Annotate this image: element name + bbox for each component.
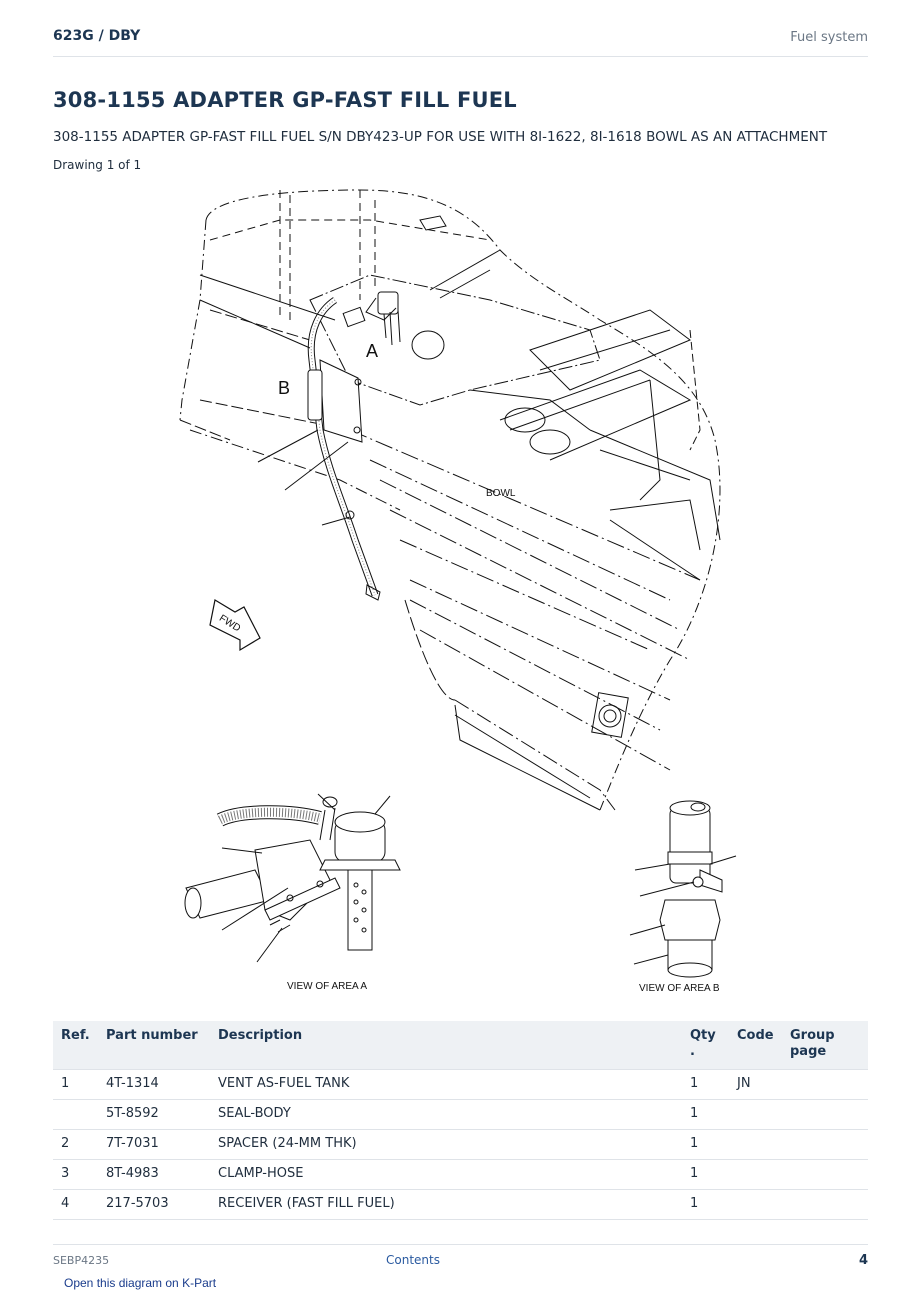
cell-group bbox=[782, 1129, 868, 1160]
cell-group bbox=[782, 1069, 868, 1100]
cell-part: 4T-1314 bbox=[98, 1069, 210, 1100]
cell-code bbox=[729, 1129, 782, 1160]
cell-ref: 3 bbox=[53, 1159, 98, 1190]
page-title: 308-1155 ADAPTER GP-FAST FILL FUEL bbox=[53, 88, 517, 112]
cell-part: 8T-4983 bbox=[98, 1159, 210, 1190]
cell-qty: 1 bbox=[682, 1069, 729, 1100]
col-header-code: Code bbox=[737, 1028, 774, 1043]
col-header-qty: Qty . bbox=[690, 1028, 716, 1059]
parts-table: Ref. Part number Description Qty . Code … bbox=[53, 1021, 868, 1220]
cell-part: 217-5703 bbox=[98, 1189, 210, 1220]
cell-qty: 1 bbox=[682, 1189, 729, 1220]
cell-desc: VENT AS-FUEL TANK bbox=[210, 1069, 682, 1100]
page-footer: SEBP4235 Contents 4 bbox=[53, 1244, 868, 1275]
page-subtitle: 308-1155 ADAPTER GP-FAST FILL FUEL S/N D… bbox=[53, 129, 828, 145]
cell-desc: RECEIVER (FAST FILL FUEL) bbox=[210, 1189, 682, 1220]
col-header-group: Group page bbox=[790, 1028, 835, 1059]
table-row: 4 217-5703 RECEIVER (FAST FILL FUEL) 1 bbox=[53, 1189, 868, 1220]
contents-link[interactable]: Contents bbox=[386, 1253, 440, 1267]
view-b-detail bbox=[629, 800, 737, 978]
fwd-arrow-icon bbox=[209, 599, 261, 652]
view-a-caption: VIEW OF AREA A bbox=[287, 981, 367, 992]
bowl-label: BOWL bbox=[486, 488, 516, 499]
cell-code bbox=[729, 1099, 782, 1130]
table-header-row: Ref. Part number Description Qty . Code … bbox=[53, 1021, 868, 1070]
cell-code: JN bbox=[729, 1069, 782, 1100]
cell-group bbox=[782, 1099, 868, 1130]
breadcrumb: 623G / DBY bbox=[53, 28, 141, 44]
cell-qty: 1 bbox=[682, 1099, 729, 1130]
view-b-caption: VIEW OF AREA B bbox=[639, 983, 720, 994]
cell-qty: 1 bbox=[682, 1159, 729, 1190]
cell-desc: SEAL-BODY bbox=[210, 1099, 682, 1130]
cell-ref: 2 bbox=[53, 1129, 98, 1160]
open-kpart-link[interactable]: Open this diagram on K-Part bbox=[64, 1276, 217, 1290]
cell-ref: 1 bbox=[53, 1069, 98, 1100]
document-id: SEBP4235 bbox=[53, 1254, 110, 1267]
col-header-ref: Ref. bbox=[61, 1028, 90, 1043]
cell-ref bbox=[53, 1099, 98, 1130]
callout-a: A bbox=[366, 341, 378, 361]
cell-group bbox=[782, 1189, 868, 1220]
cell-part: 5T-8592 bbox=[98, 1099, 210, 1130]
table-row: 3 8T-4983 CLAMP-HOSE 1 bbox=[53, 1159, 868, 1190]
cell-code bbox=[729, 1159, 782, 1190]
cell-qty: 1 bbox=[682, 1129, 729, 1160]
section-name: Fuel system bbox=[790, 30, 868, 45]
fwd-label: FWD bbox=[217, 613, 242, 634]
cell-desc: SPACER (24-MM THK) bbox=[210, 1129, 682, 1160]
view-a-detail bbox=[184, 793, 401, 963]
cell-ref: 4 bbox=[53, 1189, 98, 1220]
callout-b: B bbox=[278, 378, 290, 398]
col-header-desc: Description bbox=[218, 1028, 303, 1043]
cell-part: 7T-7031 bbox=[98, 1129, 210, 1160]
parts-diagram: A B BOWL FWD VIEW OF AREA A VIEW OF AREA… bbox=[179, 189, 737, 994]
drawing-count: Drawing 1 of 1 bbox=[53, 158, 142, 172]
page-number: 4 bbox=[858, 1253, 868, 1268]
cell-desc: CLAMP-HOSE bbox=[210, 1159, 682, 1190]
col-header-part: Part number bbox=[106, 1028, 198, 1043]
table-row: 2 7T-7031 SPACER (24-MM THK) 1 bbox=[53, 1129, 868, 1160]
cell-group bbox=[782, 1159, 868, 1190]
bowl-outline bbox=[205, 189, 721, 811]
page-header: 623G / DBY Fuel system bbox=[53, 28, 868, 57]
cell-code bbox=[729, 1189, 782, 1220]
table-row: 5T-8592 SEAL-BODY 1 bbox=[53, 1099, 868, 1130]
table-row: 1 4T-1314 VENT AS-FUEL TANK 1 JN bbox=[53, 1069, 868, 1100]
